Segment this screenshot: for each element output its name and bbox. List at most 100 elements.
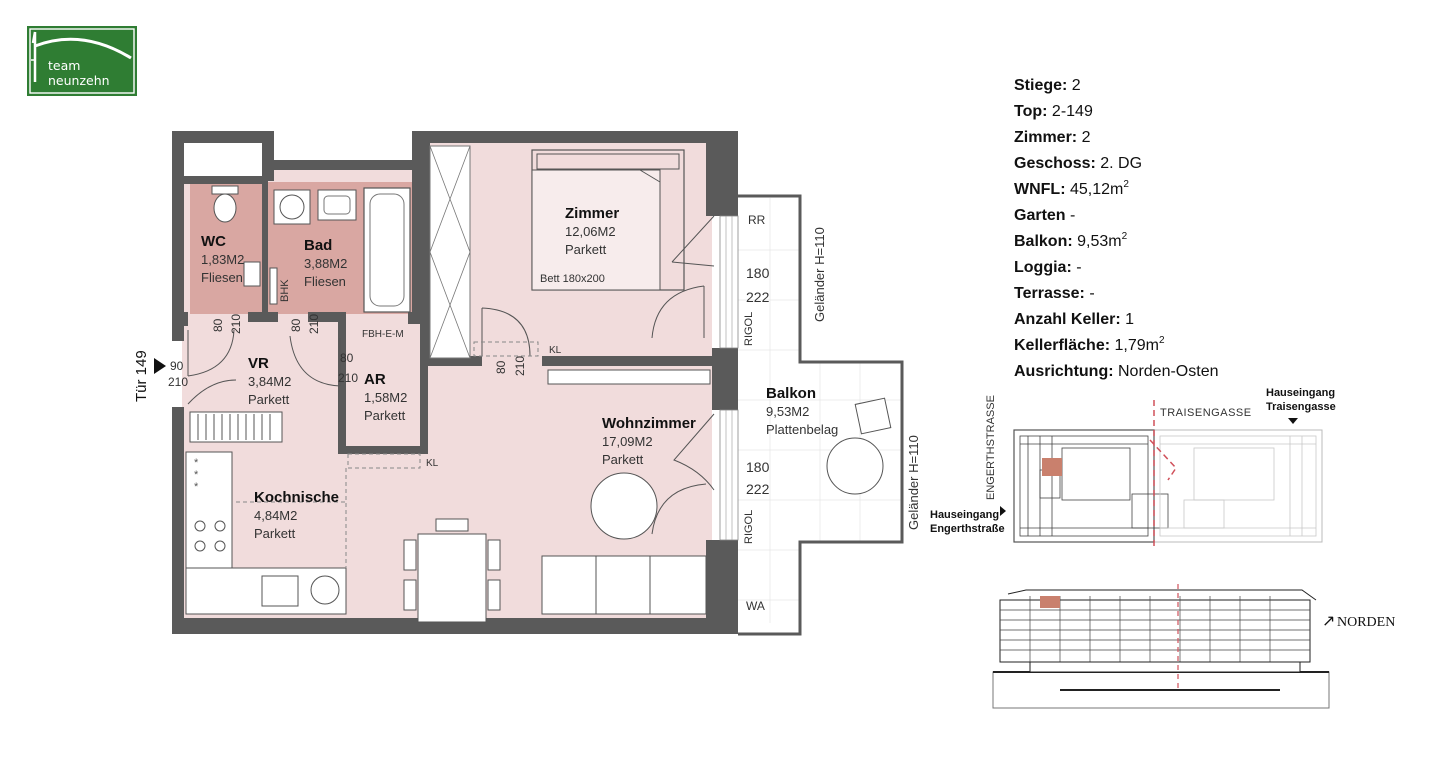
info-stiege: Stiege: 2: [1014, 73, 1219, 99]
info-wnfl-label: WNFL:: [1014, 181, 1066, 198]
bed-fold: [639, 169, 661, 183]
dining-table: [417, 533, 487, 623]
sofa: [541, 555, 707, 615]
svg-text:*: *: [194, 469, 199, 481]
info-zimmer-label: Zimmer:: [1014, 129, 1078, 146]
info-balkon-value: 9,53m: [1077, 233, 1122, 250]
info-terrasse-value: -: [1089, 285, 1095, 302]
info-ausrichtung: Ausrichtung: Norden-Osten: [1014, 359, 1219, 385]
logo-text-neunzehn: neunzehn: [48, 73, 110, 88]
site-plan-east-details: [1159, 435, 1317, 537]
dim-210-door: 210: [168, 375, 188, 389]
balcony-floor: [738, 198, 800, 623]
info-geschoss: Geschoss: 2. DG: [1014, 151, 1219, 177]
site-plan-cut-line-2: [1149, 439, 1177, 481]
info-top: Top: 2-149: [1014, 99, 1219, 125]
label-fbh: FBH-E-M: [362, 329, 404, 340]
wardrobe-lines: [429, 145, 471, 359]
info-balkon: Balkon: 9,53m2: [1014, 229, 1219, 255]
dim-222-bottom: 222: [746, 481, 770, 497]
info-keller-label: Anzahl Keller:: [1014, 311, 1121, 328]
sofa-cushions: [595, 556, 651, 614]
entrance-traisengasse-1: Hauseingang: [1266, 387, 1335, 399]
bhk-heater: [269, 267, 278, 305]
entrance-traisengasse-arrow-icon: [1288, 418, 1298, 424]
entrance-arrow-icon: [154, 358, 166, 374]
label-rigol-top: RIGOL: [743, 312, 755, 346]
room-wohnzimmer-name: Wohnzimmer: [602, 415, 696, 432]
sideboard: [547, 369, 711, 385]
chairs: [403, 518, 501, 611]
bed-blanket: [531, 169, 661, 291]
washer-drum: [279, 194, 305, 220]
room-bad-name: Bad: [304, 237, 332, 254]
room-ar-floor: Parkett: [364, 408, 406, 423]
room-vr-area: 3,84M2: [248, 374, 291, 389]
wardrobe: [429, 145, 471, 359]
info-geschoss-label: Geschoss:: [1014, 155, 1096, 172]
site-plan-unit-highlight: [1042, 458, 1062, 476]
room-wc-floor: Fliesen: [201, 270, 243, 285]
dim-180-top: 180: [746, 265, 770, 281]
info-zimmer: Zimmer: 2: [1014, 125, 1219, 151]
info-keller-value: 1: [1125, 311, 1135, 328]
info-geschoss-value: 2. DG: [1100, 155, 1143, 172]
windows: [719, 215, 739, 541]
dashed-lines: [236, 341, 539, 568]
info-loggia-label: Loggia:: [1014, 259, 1072, 276]
info-terrasse: Terrasse: -: [1014, 281, 1219, 307]
label-kl-zimmer: KL: [549, 345, 562, 356]
door-swings: [187, 215, 715, 535]
label-wa: WA: [746, 599, 765, 613]
dim-210-zimmer: 210: [513, 356, 527, 376]
coffee-table: [590, 472, 658, 540]
info-garten-label: Garten: [1014, 207, 1066, 224]
info-wnfl-value: 45,12m: [1069, 181, 1124, 198]
dim-80-zimmer: 80: [494, 360, 508, 374]
north-arrow-icon: ↗: [1322, 613, 1335, 630]
street-engerthstrasse: ENGERTHSTRASSE: [985, 395, 997, 500]
toilet-icon: [213, 193, 237, 223]
kitchen-stars: * * *: [194, 457, 199, 493]
wc-basin: [243, 261, 261, 287]
site-plan-outline: [1013, 429, 1323, 543]
info-zimmer-value: 2: [1081, 129, 1091, 146]
info-top-value: 2-149: [1051, 103, 1093, 120]
room-balkon-area: 9,53M2: [766, 404, 809, 419]
kitchen-drum-icon: [310, 575, 340, 605]
stove-icon: [194, 520, 226, 552]
label-norden: NORDEN: [1337, 615, 1395, 630]
svg-text:*: *: [194, 457, 199, 469]
site-plan-details: [1019, 435, 1169, 537]
room-zimmer-area: 12,06M2: [565, 224, 616, 239]
toilet-tank: [211, 185, 239, 195]
room-balkon-floor: Plattenbelag: [766, 422, 838, 437]
cabinet-lines: [197, 414, 271, 440]
balcony-table: [826, 437, 884, 495]
room-vr-floor: Parkett: [248, 392, 290, 407]
info-balkon-label: Balkon:: [1014, 233, 1073, 250]
info-stiege-value: 2: [1071, 77, 1081, 94]
room-wohnzimmer-area: 17,09M2: [602, 434, 653, 449]
bed-pillow: [536, 153, 680, 170]
label-kl-kitchen: KL: [426, 458, 439, 469]
label-bhk: BHK: [279, 279, 291, 302]
walls: [172, 131, 738, 634]
info-ausrichtung-label: Ausrichtung:: [1014, 363, 1114, 380]
room-zimmer-name: Zimmer: [565, 205, 619, 222]
label-rigol-bottom: RIGOL: [743, 510, 755, 544]
info-top-label: Top:: [1014, 103, 1048, 120]
window-lines: [725, 216, 733, 540]
kitchen-sink: [261, 575, 299, 607]
dim-90: 90: [170, 359, 184, 373]
balcony-outline: [738, 194, 904, 636]
washbasin-inner: [323, 195, 351, 215]
info-balkon-sup: 2: [1121, 231, 1128, 242]
brand-logo: team neunzehn: [27, 26, 137, 96]
logo-text-team: team: [48, 58, 81, 73]
dim-80-wc: 80: [211, 318, 225, 332]
label-gelaender-top: Geländer H=110: [812, 227, 827, 322]
bed-label: Bett 180x200: [540, 273, 605, 285]
entrance-traisengasse-2: Traisengasse: [1266, 401, 1336, 413]
entrance-engerthstrasse-2: Engerthstraße: [930, 523, 1005, 535]
